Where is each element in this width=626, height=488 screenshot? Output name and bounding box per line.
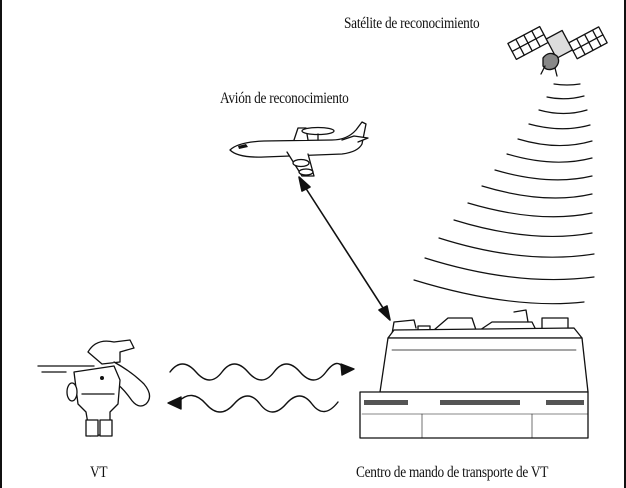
airplane-icon [229, 121, 369, 177]
satellite-icon [507, 25, 608, 77]
ground-link-waves [167, 362, 355, 413]
command-center-label: Centro de mando de transporte de VT [356, 464, 549, 481]
airplane-label: Avión de reconocimiento [220, 90, 349, 107]
vehicle-label: VT [90, 464, 108, 481]
command-center-icon [359, 309, 589, 439]
satellite-label: Satélite de reconocimiento [344, 15, 480, 32]
vehicle-icon [37, 339, 151, 437]
satellite-signal-waves [413, 83, 595, 305]
airplane-link-arrow [298, 176, 391, 321]
